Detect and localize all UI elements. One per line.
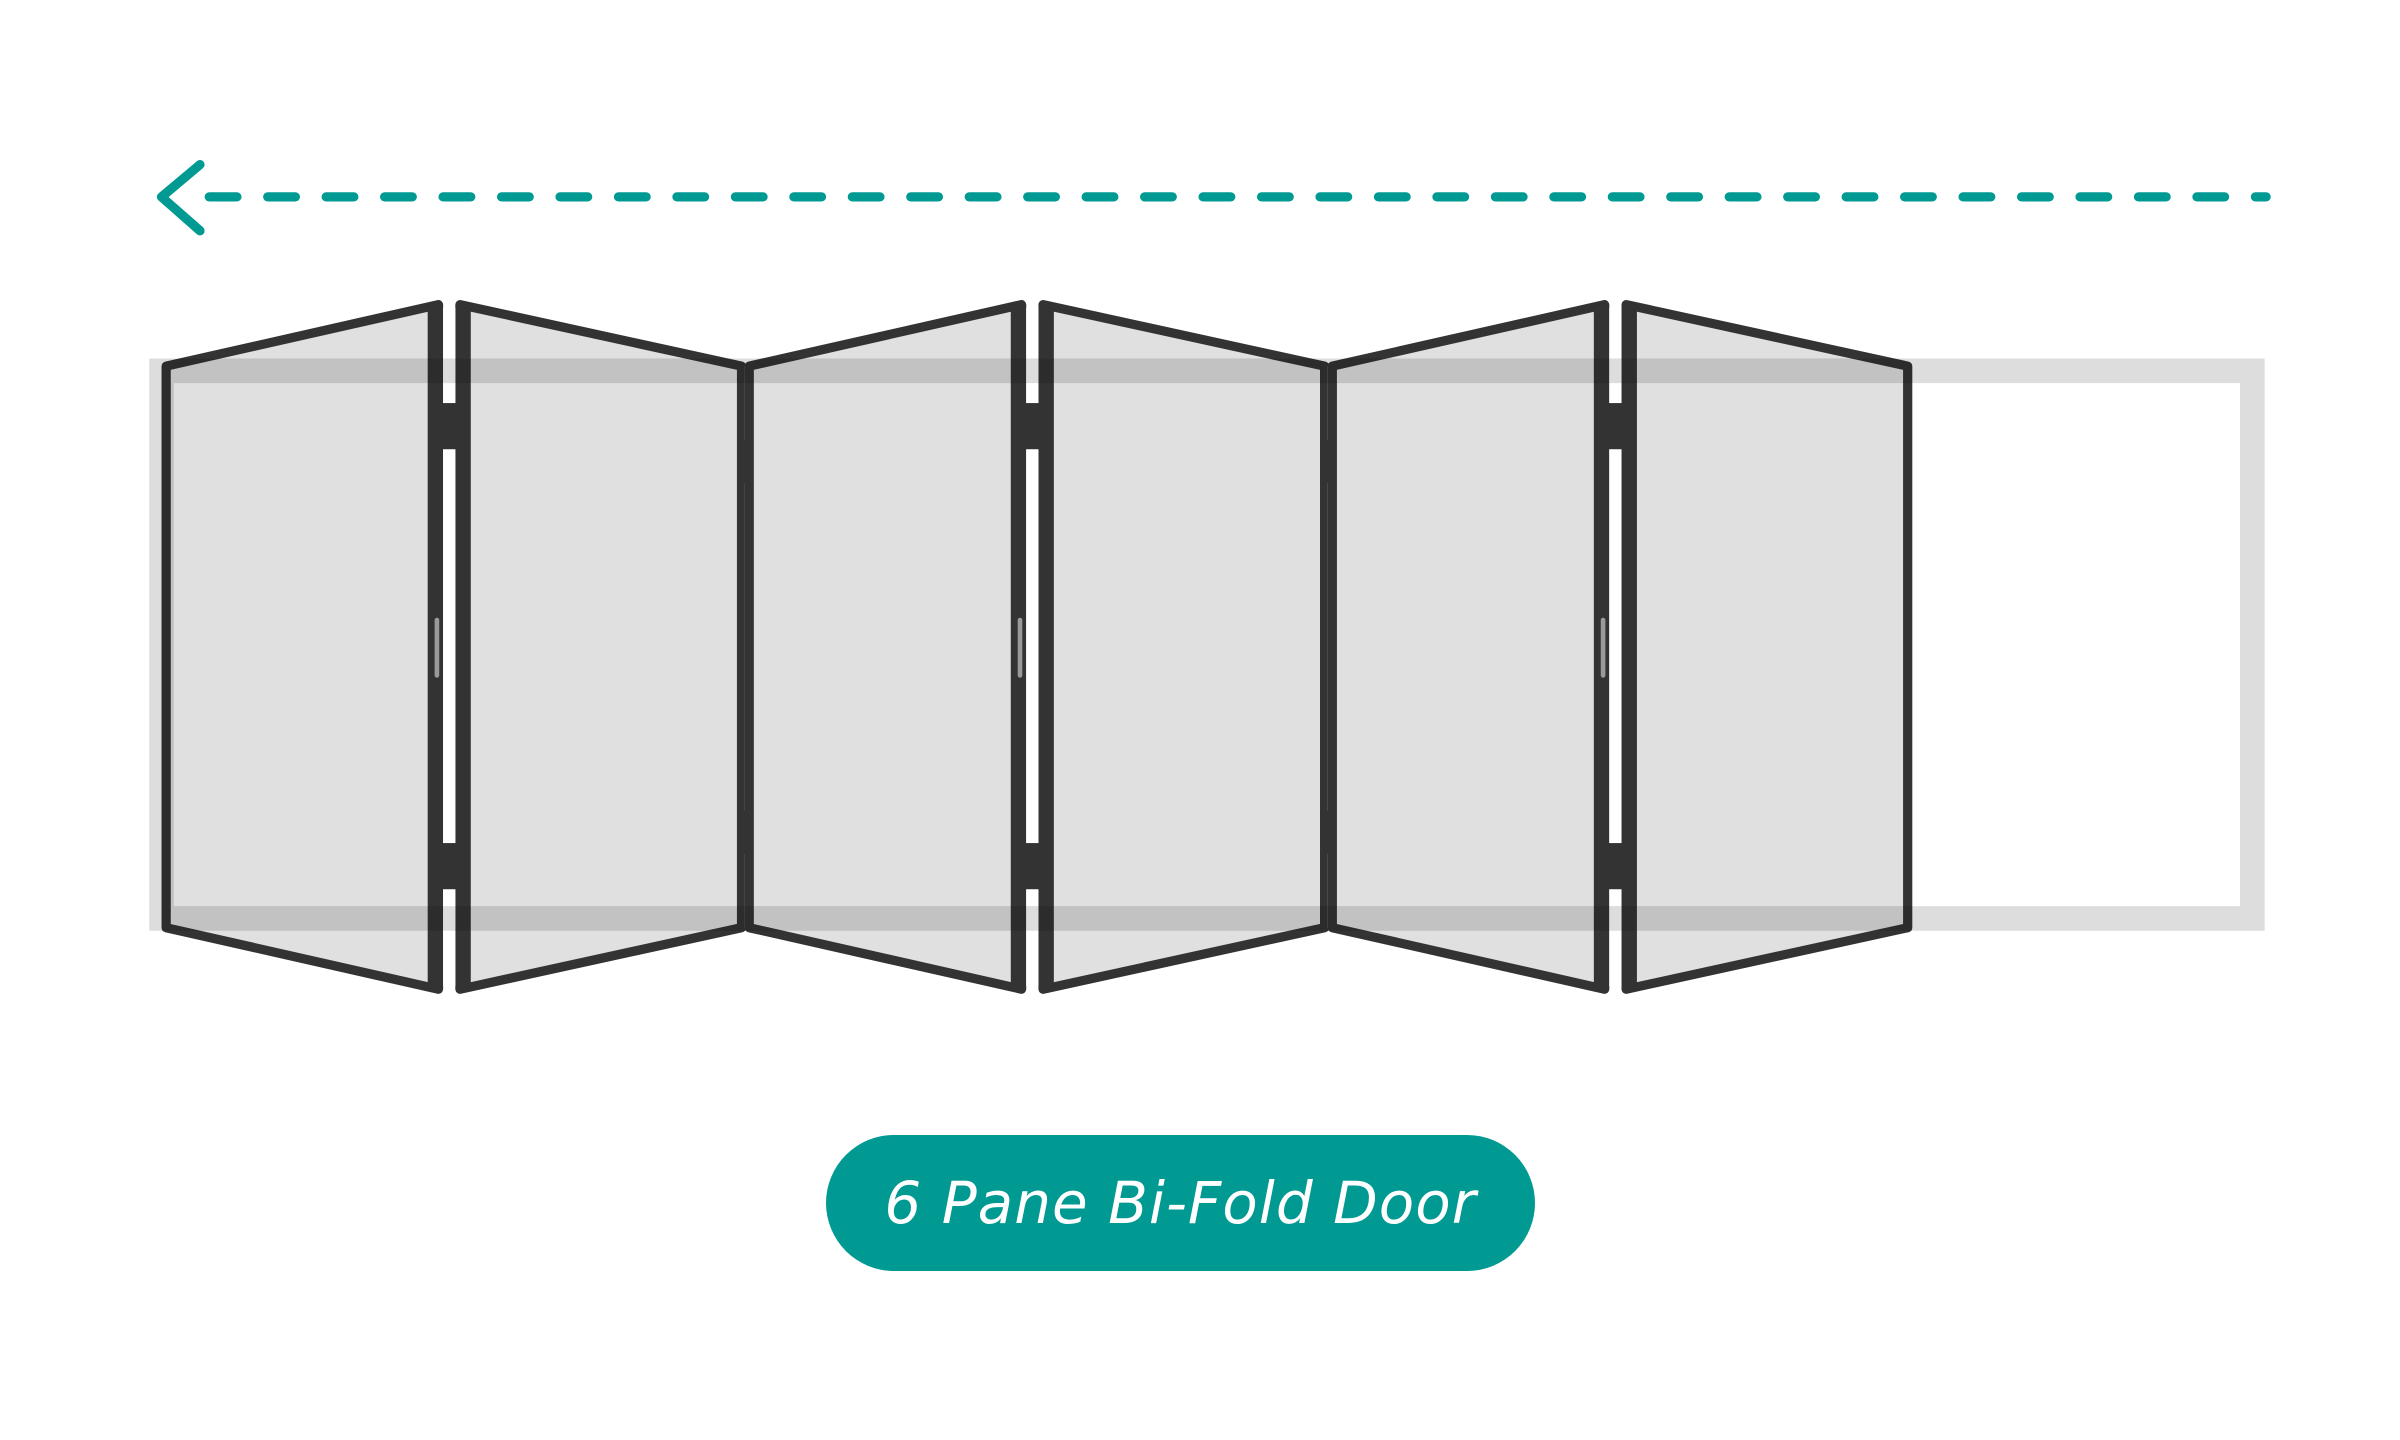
direction-arrow-icon (156, 160, 2271, 236)
hinge-stile (455, 304, 471, 990)
door-pane (161, 300, 444, 994)
hinge-gap (1609, 307, 1622, 987)
door-pane (455, 300, 747, 994)
hinge-icon (1021, 403, 1044, 450)
door-type-label: 6 Pane Bi-Fold Door (826, 1135, 1535, 1271)
door-type-text: 6 Pane Bi-Fold Door (884, 1169, 1477, 1237)
hinge-icon (1604, 843, 1627, 890)
hinge-icon (438, 403, 460, 450)
hinge-icon (438, 843, 460, 890)
hinge-gap (443, 307, 456, 987)
hinge-icon (1604, 403, 1627, 450)
door-pane (744, 300, 1027, 994)
door-pane (1038, 300, 1330, 994)
hinge-stile (1621, 304, 1637, 990)
hinge-icon (1021, 843, 1044, 890)
door-pane (1621, 300, 1913, 994)
door-panels (161, 300, 1913, 994)
door-pane (1327, 300, 1610, 994)
hinge-stile (1038, 304, 1054, 990)
hinge-gap (1026, 307, 1039, 987)
